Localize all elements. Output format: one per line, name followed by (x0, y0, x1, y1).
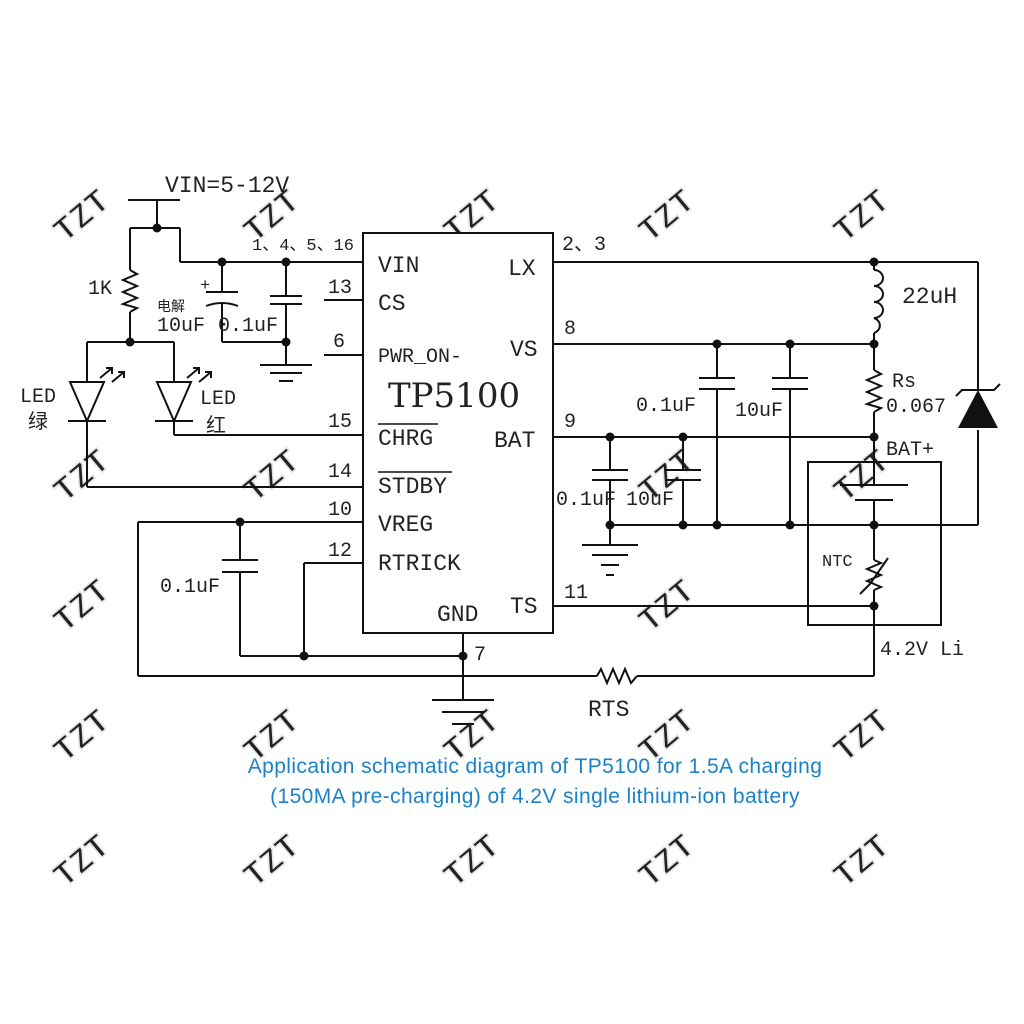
vreg-cap-symbol (222, 559, 258, 573)
inductor-symbol (873, 269, 884, 334)
watermark: TZT (47, 443, 118, 511)
pin-gnd: GND (437, 602, 478, 628)
pin-number-vs: 8 (564, 318, 576, 341)
pin-number-cs: 13 (328, 277, 352, 300)
pin-number-stdby: 14 (328, 461, 352, 484)
pin-vreg: VREG (378, 512, 433, 538)
watermark: TZT (632, 183, 703, 251)
led-green-color-label: 绿 (28, 409, 48, 433)
pin-number-pwr-on: 6 (333, 331, 345, 354)
pin-number-lx: 2、3 (562, 234, 606, 257)
input-cap-1-label: 10uF (157, 315, 205, 338)
rts-label: RTS (588, 697, 629, 723)
pin-vs: VS (510, 337, 538, 363)
pin-number-rtrick: 12 (328, 540, 352, 563)
pin-stdby: STDBY (378, 474, 447, 500)
pin-lx: LX (508, 256, 536, 282)
bat-cap-1-label: 0.1uF (556, 489, 616, 512)
watermark: TZT (237, 828, 308, 896)
led-green-label: LED (20, 386, 56, 409)
rs-value-label: 0.067 (886, 396, 946, 419)
inductor-label: 22uH (902, 284, 957, 310)
bat-cap-2-label: 10uF (626, 489, 674, 512)
vs-cap-2-label: 10uF (735, 400, 783, 423)
input-cap-symbol (270, 295, 302, 305)
ic-body (362, 232, 554, 634)
watermark: TZT (632, 828, 703, 896)
rs-name-label: Rs (892, 371, 916, 394)
pin-number-gnd: 7 (474, 644, 486, 667)
ground-input-symbol (260, 364, 312, 382)
pin-cs: CS (378, 291, 406, 317)
ntc-thermistor-symbol (859, 557, 889, 595)
pin-number-chrg: 15 (328, 411, 352, 434)
ground-main-symbol (432, 699, 494, 725)
resistor-1k-symbol (120, 269, 140, 313)
pin-bat: BAT (494, 428, 535, 454)
watermark: TZT (47, 573, 118, 641)
electrolytic-plus-label: + (200, 277, 210, 296)
electrolytic-cap-symbol (205, 291, 239, 307)
vreg-cap-label: 0.1uF (160, 576, 220, 599)
diode-symbol (955, 383, 1001, 428)
battery-label: 4.2V Li (880, 639, 964, 662)
resistor-1k-label: 1K (88, 278, 112, 301)
pin-number-vin: 1、4、5、16 (252, 237, 354, 256)
bat-cap-2-symbol (665, 469, 701, 481)
ic-name: TP5100 (388, 376, 520, 416)
led-green-symbol (68, 367, 125, 424)
vs-cap-1-symbol (699, 377, 735, 390)
watermark: TZT (47, 183, 118, 251)
watermark: TZT (632, 573, 703, 641)
vs-cap-2-symbol (772, 377, 808, 390)
electrolytic-note-label: 电解 (157, 299, 185, 315)
caption-line-1: Application schematic diagram of TP5100 … (247, 755, 823, 778)
supply-label: VIN=5-12V (165, 173, 289, 199)
battery-cell-symbol (840, 484, 908, 501)
pin-chrg: CHRG (378, 426, 433, 452)
watermark: TZT (47, 828, 118, 896)
pin-ts: TS (510, 594, 538, 620)
led-red-color-label: 红 (206, 413, 226, 437)
watermark: TZT (437, 828, 508, 896)
watermark: TZT (827, 828, 898, 896)
watermark: TZT (237, 443, 308, 511)
pin-number-vreg: 10 (328, 499, 352, 522)
pin-rtrick: RTRICK (378, 551, 461, 577)
resistor-rts-symbol (596, 666, 638, 686)
bat-cap-1-symbol (592, 469, 628, 481)
battery-pack-box (807, 461, 942, 626)
pin-number-bat: 9 (564, 411, 576, 434)
ground-bat-symbol (582, 544, 638, 576)
ntc-label: NTC (822, 553, 853, 572)
pin-vin: VIN (378, 253, 419, 279)
resistor-rs-symbol (864, 369, 884, 413)
vs-cap-1-label: 0.1uF (636, 395, 696, 418)
junction-dots (125, 223, 879, 661)
caption-line-2: (150MA pre-charging) of 4.2V single lith… (270, 785, 800, 808)
led-red-symbol (155, 367, 212, 424)
bat-plus-label: BAT+ (886, 439, 934, 462)
led-red-label: LED (200, 388, 236, 411)
pin-pwr-on: PWR_ON- (378, 346, 462, 369)
pin-number-ts: 11 (564, 582, 588, 605)
input-cap-2-label: 0.1uF (218, 315, 278, 338)
wiring (86, 199, 979, 700)
watermark: TZT (827, 183, 898, 251)
